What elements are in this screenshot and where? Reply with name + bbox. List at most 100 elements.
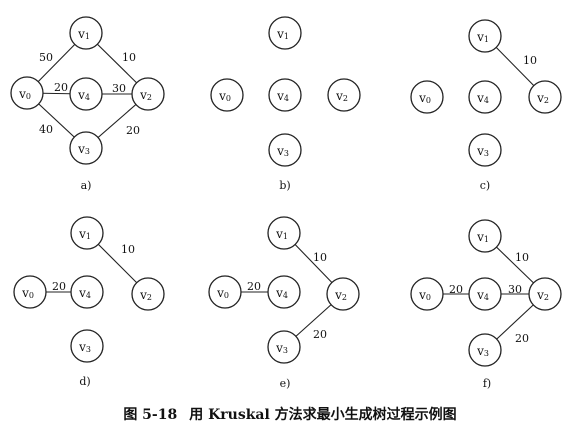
- node-label-base: v: [18, 87, 26, 101]
- node-label-sub: 2: [147, 293, 152, 302]
- edge-weight-label: 20: [52, 280, 66, 293]
- node-label-base: v: [275, 286, 283, 300]
- edge-weight-label: 10: [122, 51, 136, 64]
- edge-weight-label: 10: [515, 251, 529, 264]
- node-label-sub: 0: [29, 291, 34, 300]
- node-v4: v4: [468, 80, 502, 114]
- node-circle: [410, 80, 444, 114]
- figure-number: 图 5-18: [123, 407, 178, 423]
- node-label: v1: [275, 227, 288, 242]
- node-label: v4: [476, 91, 489, 106]
- node-label-base: v: [334, 288, 342, 302]
- node-label: v2: [536, 288, 549, 303]
- figure-title: 用 Kruskal 方法求最小生成树过程示例图: [189, 407, 457, 423]
- node-v4: v4: [70, 275, 104, 309]
- node-label-sub: 4: [86, 291, 91, 300]
- node-label: v1: [77, 27, 90, 42]
- node-v1: v1: [468, 219, 502, 253]
- node-label-base: v: [275, 341, 283, 355]
- node-circle: [528, 277, 562, 311]
- node-label-sub: 2: [544, 293, 549, 302]
- node-label-base: v: [216, 286, 224, 300]
- node-label: v0: [21, 286, 34, 301]
- node-circle: [468, 333, 502, 367]
- node-label-base: v: [275, 227, 283, 241]
- node-circle: [468, 219, 502, 253]
- node-label-sub: 1: [283, 232, 288, 241]
- node-label: v1: [276, 27, 289, 42]
- edge-weight-label: 30: [508, 283, 522, 296]
- node-label-base: v: [276, 89, 284, 103]
- node-label-base: v: [476, 30, 484, 44]
- edge-weight-label: 20: [313, 328, 327, 341]
- node-circle: [468, 277, 502, 311]
- node-label: v1: [476, 230, 489, 245]
- node-v3: v3: [70, 329, 104, 363]
- node-label-base: v: [418, 91, 426, 105]
- node-circle: [10, 76, 44, 110]
- node-label-base: v: [476, 144, 484, 158]
- edge-weight-label: 50: [39, 51, 53, 64]
- node-label-sub: 2: [544, 96, 549, 105]
- node-label: v4: [77, 88, 90, 103]
- panel-label: a): [81, 179, 92, 192]
- node-circle: [468, 19, 502, 53]
- figure-caption: 图 5-18 用 Kruskal 方法求最小生成树过程示例图: [0, 404, 580, 424]
- node-label-sub: 0: [26, 92, 31, 101]
- node-label-sub: 3: [284, 149, 289, 158]
- panel-label: b): [279, 179, 290, 192]
- node-v0: v0: [10, 76, 44, 110]
- panel-label: e): [280, 377, 291, 390]
- node-label-base: v: [78, 227, 86, 241]
- node-v1: v1: [69, 16, 103, 50]
- edge-weight-label: 20: [126, 124, 140, 137]
- node-v3: v3: [468, 133, 502, 167]
- node-label-base: v: [21, 286, 29, 300]
- node-label: v3: [476, 144, 489, 159]
- node-circle: [268, 16, 302, 50]
- node-label: v2: [139, 88, 152, 103]
- node-label: v0: [18, 87, 31, 102]
- node-label: v3: [77, 142, 90, 157]
- node-label-sub: 2: [343, 94, 348, 103]
- node-circle: [267, 216, 301, 250]
- node-label: v2: [335, 89, 348, 104]
- node-label: v4: [78, 286, 91, 301]
- node-label-sub: 3: [283, 346, 288, 355]
- node-label-sub: 1: [85, 32, 90, 41]
- node-label-sub: 2: [342, 293, 347, 302]
- node-label: v3: [275, 341, 288, 356]
- node-v3: v3: [268, 133, 302, 167]
- panel-label: c): [480, 179, 490, 192]
- node-circle: [208, 275, 242, 309]
- node-v2: v2: [528, 80, 562, 114]
- node-circle: [267, 275, 301, 309]
- node-v2: v2: [326, 277, 360, 311]
- node-label: v0: [216, 286, 229, 301]
- node-label: v1: [476, 30, 489, 45]
- node-circle: [69, 77, 103, 111]
- node-v0: v0: [208, 275, 242, 309]
- node-label: v0: [218, 89, 231, 104]
- node-label: v1: [78, 227, 91, 242]
- node-label: v4: [276, 89, 289, 104]
- edge-weight-label: 10: [313, 251, 327, 264]
- edge-weight-label: 20: [515, 332, 529, 345]
- node-v0: v0: [410, 277, 444, 311]
- node-circle: [131, 77, 165, 111]
- node-label-sub: 4: [484, 293, 489, 302]
- node-label: v4: [275, 286, 288, 301]
- node-v3: v3: [69, 131, 103, 165]
- node-circle: [13, 275, 47, 309]
- node-v4: v4: [268, 78, 302, 112]
- node-circle: [327, 78, 361, 112]
- node-label: v0: [418, 288, 431, 303]
- node-label-sub: 3: [484, 149, 489, 158]
- node-label-sub: 3: [484, 349, 489, 358]
- node-label: v2: [139, 288, 152, 303]
